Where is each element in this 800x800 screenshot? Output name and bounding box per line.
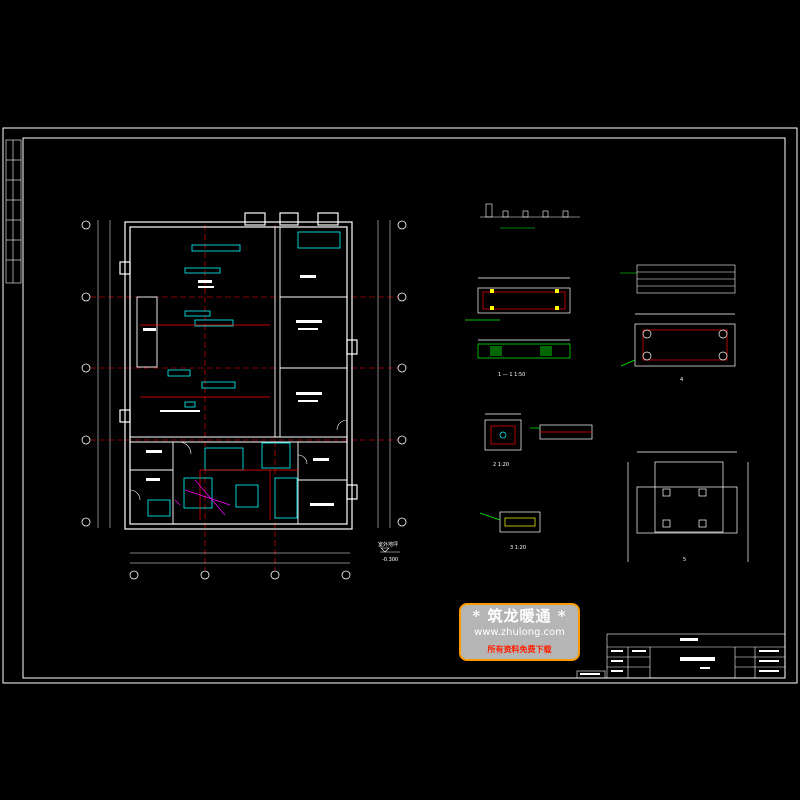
watermark-title-row: * 筑龙暖通 * xyxy=(461,608,578,625)
title-block xyxy=(576,633,786,679)
detail-section-3 xyxy=(479,511,541,533)
detail-table-4 xyxy=(620,264,736,294)
detail-3 xyxy=(530,424,593,440)
detail-plan-4 xyxy=(620,313,736,367)
title-block-text-marks xyxy=(580,638,779,675)
floor-plan xyxy=(81,212,407,580)
binding-strip xyxy=(5,139,22,284)
level-label-prefix: 室外地坪 xyxy=(378,541,398,548)
dimension-lines xyxy=(97,220,391,564)
pipes-red xyxy=(140,324,298,520)
drawing-inner-border xyxy=(22,137,786,679)
doors xyxy=(129,419,348,501)
watermark-star-right: * xyxy=(557,607,567,625)
level-label: -0.300 xyxy=(382,557,398,563)
detail-plan-5 xyxy=(627,451,749,562)
exterior-walls xyxy=(119,212,358,530)
drawing-outer-border xyxy=(2,127,798,684)
section-label-4: 4 xyxy=(680,377,683,383)
detail-2 xyxy=(484,413,522,451)
detail-strip xyxy=(480,203,580,229)
section-label-5: 5 xyxy=(683,557,686,563)
section-label-3: 3 1:20 xyxy=(510,545,526,551)
room-text-marks xyxy=(143,275,334,506)
section-label-1: 1 — 1 1:50 xyxy=(498,372,525,378)
detail-plan-2 xyxy=(465,277,571,321)
section-1-1 xyxy=(477,339,571,359)
pipes-magenta xyxy=(174,479,231,516)
axis-bubbles xyxy=(81,220,407,580)
zhulong-watermark: * 筑龙暖通 * www.zhulong.com 所有资料免费下载 xyxy=(459,603,580,661)
level-mark xyxy=(380,547,400,553)
watermark-star-left: * xyxy=(472,607,482,625)
section-label-2: 2 1:20 xyxy=(493,462,509,468)
watermark-title: 筑龙暖通 xyxy=(487,607,552,625)
watermark-url[interactable]: www.zhulong.com xyxy=(474,627,565,638)
watermark-note: 所有资料免费下载 xyxy=(487,645,552,654)
equipment xyxy=(147,231,341,519)
interior-walls xyxy=(130,227,347,524)
